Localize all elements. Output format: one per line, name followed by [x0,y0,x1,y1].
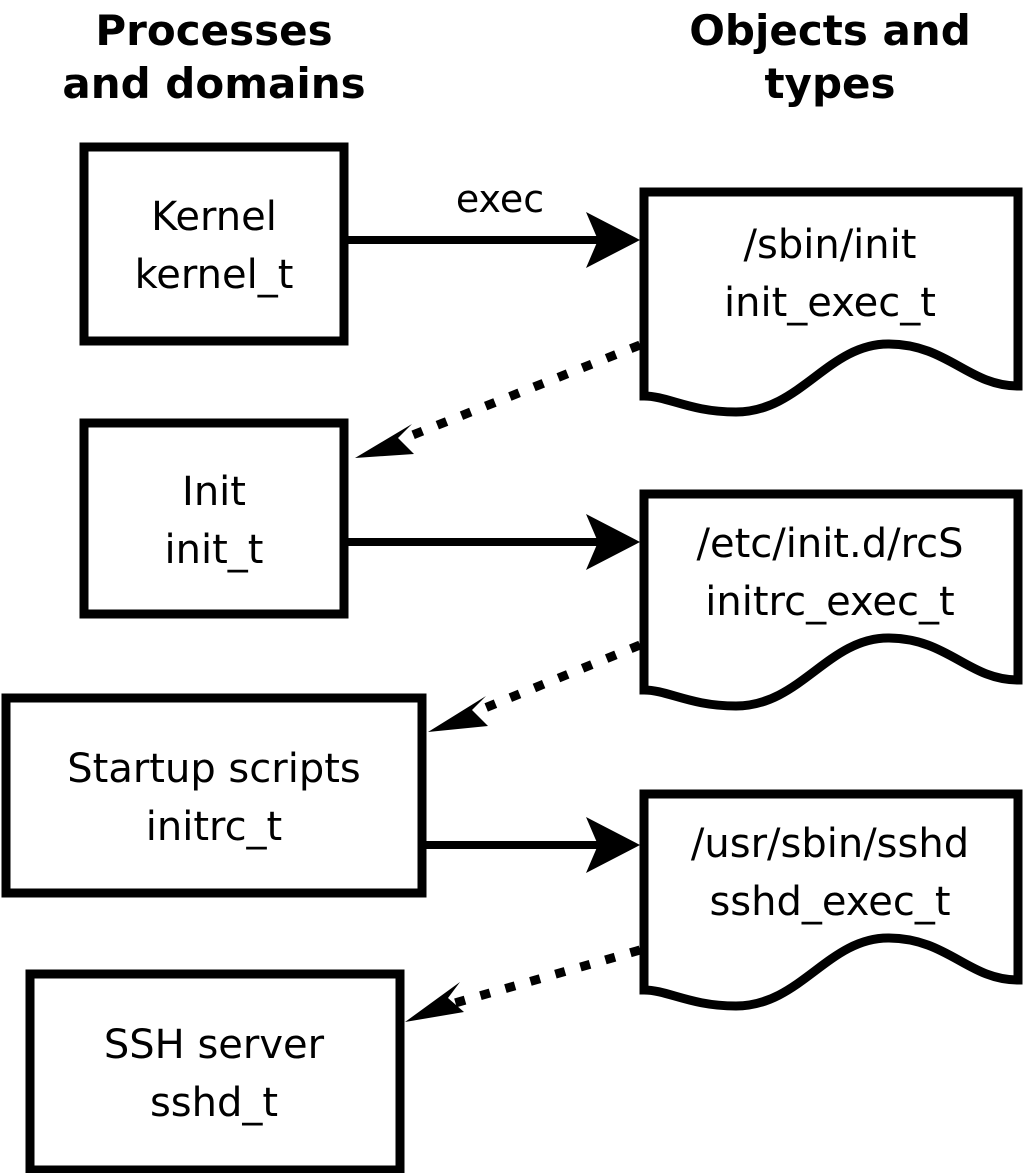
node-init-exec[interactable]: /sbin/init init_exec_t [639,187,1023,417]
node-sshd-exec[interactable]: /usr/sbin/sshd sshd_exec_t [639,789,1023,1011]
node-init-type: init_t [165,527,264,573]
node-sshd-exec-document[interactable] [639,789,1023,1011]
left-heading-line1: Processes [95,6,332,55]
node-kernel[interactable]: Kernel kernel_t [79,142,349,346]
node-sshd-exec-path: /usr/sbin/sshd [691,821,969,867]
node-init-exec-path: /sbin/init [744,222,917,268]
edge-init-exec-to-init-arrowhead [355,424,414,458]
edge-initrc-exec-to-initrc-arrowhead [428,696,488,732]
edge-sshd-exec-to-sshd [405,945,642,1022]
node-startup-scripts[interactable]: Startup scripts initrc_t [1,693,427,898]
edge-init-exec-to-init-line [398,340,642,445]
edge-initrc-exec-to-initrc [428,640,642,732]
right-heading-line2: types [764,59,895,108]
edge-init-exec-to-init [355,340,642,458]
left-heading-line2: and domains [62,59,365,108]
node-initrc-exec-document[interactable] [639,489,1023,711]
edge-sshd-exec-to-sshd-line [453,945,642,1008]
node-init-exec-document[interactable] [639,187,1023,417]
node-ssh-server[interactable]: SSH server sshd_t [25,969,405,1173]
node-init-name: Init [182,469,246,515]
node-initrc-exec[interactable]: /etc/init.d/rcS initrc_exec_t [639,489,1023,711]
node-startup-scripts-type: initrc_t [146,804,283,850]
node-init[interactable]: Init init_t [79,418,349,619]
node-startup-scripts-name: Startup scripts [67,746,360,792]
edge-init-exec-rcs [348,514,640,570]
right-heading-line1: Objects and [689,6,971,55]
node-kernel-type: kernel_t [135,252,294,298]
node-ssh-server-name: SSH server [104,1022,325,1068]
node-kernel-name: Kernel [151,194,277,240]
node-ssh-server-type: sshd_t [150,1080,278,1126]
node-initrc-exec-type: initrc_exec_t [705,579,954,625]
edge-label-exec: exec [456,177,544,221]
edge-initrc-exec-to-initrc-line [478,640,642,715]
node-initrc-exec-path: /etc/init.d/rcS [696,521,963,567]
node-init-box[interactable] [79,418,349,619]
node-ssh-server-box[interactable] [25,969,405,1173]
node-init-exec-type: init_exec_t [724,280,936,326]
edge-sshd-exec-to-sshd-arrowhead [405,982,464,1022]
right-column-heading: Objects and types [689,6,971,108]
node-kernel-box[interactable] [79,142,349,346]
node-sshd-exec-type: sshd_exec_t [709,879,950,925]
edge-initrc-exec-sshd-arrowhead [586,817,640,873]
edge-kernel-exec-init-arrowhead [586,212,640,268]
left-column-heading: Processes and domains [62,6,365,108]
edge-kernel-exec-init: exec [348,177,640,268]
edge-init-exec-rcs-arrowhead [586,514,640,570]
edge-initrc-exec-sshd [426,817,640,873]
node-startup-scripts-box[interactable] [1,693,427,898]
